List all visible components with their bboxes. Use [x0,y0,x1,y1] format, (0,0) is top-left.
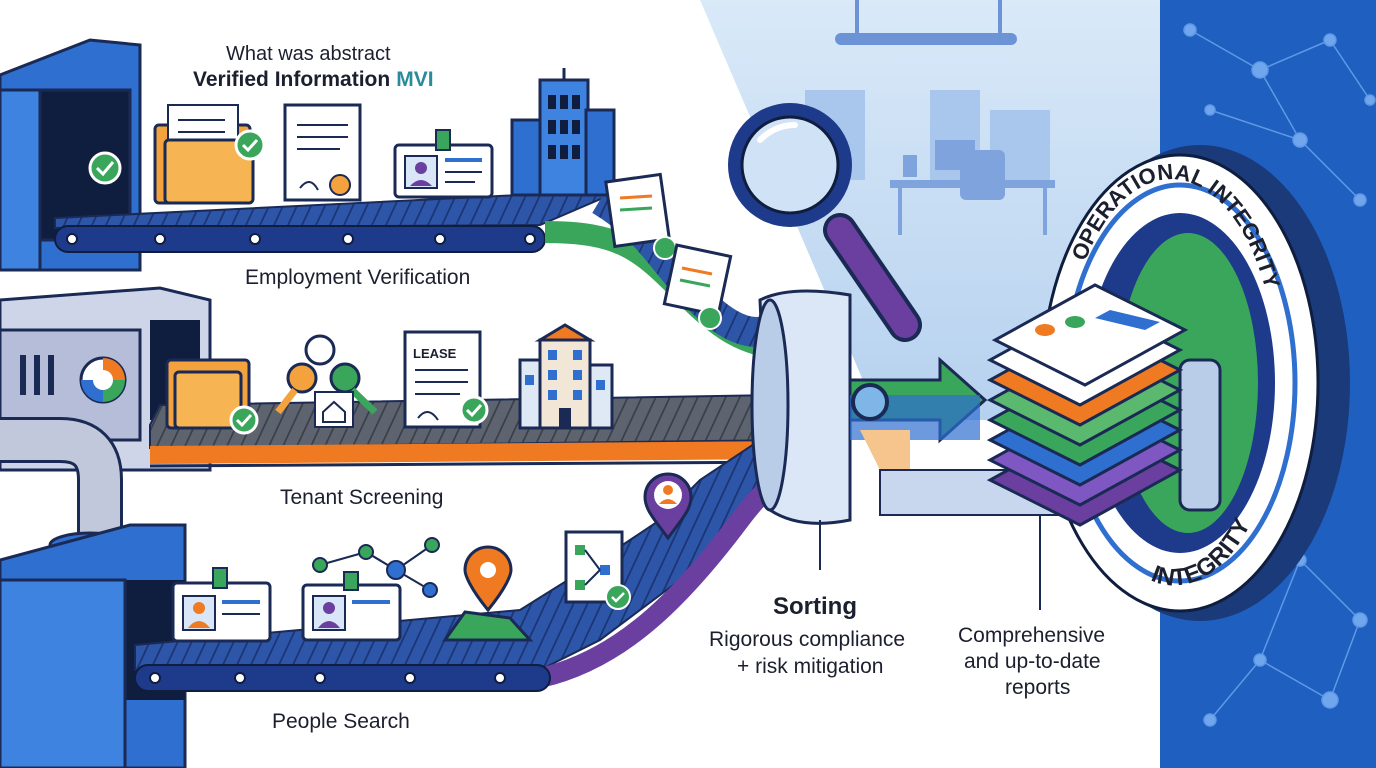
lease-document-icon [403,330,489,429]
sorting-funnel [750,289,1061,525]
id-badge-icon [393,129,494,199]
mvi-logo-mark: MVI [396,68,434,91]
reports-line-1: Comprehensive [958,624,1106,647]
network-nodes-icon [312,537,440,598]
person-pin-icon [643,472,693,541]
reports-line-2: and up-to-date [964,650,1101,673]
office-building-icon [510,68,616,197]
sorting-line-1: Rigorous compliance [709,628,906,651]
check-icon [234,129,266,161]
certificate-icon [283,103,362,202]
stage-label-people-search: People Search [272,710,410,733]
report-stack-icon [986,283,1189,527]
header-title: Verified Information [193,68,391,91]
stage-label-tenant: Tenant Screening [280,486,444,509]
flowchart-icon [564,530,631,610]
folder-icon [153,104,255,205]
flowing-documents [604,172,733,330]
header-line-1: What was abstract [226,43,391,65]
folder-icon [165,358,251,430]
map-icon [442,610,534,642]
stage-label-employment: Employment Verification [245,266,471,289]
check-icon [88,151,122,185]
location-pin-icon [463,545,513,613]
keys-icon [275,334,378,428]
id-badge-icon [171,567,272,643]
sorting-line-2: + risk mitigation [737,655,884,678]
sorting-title: Sorting [773,593,857,620]
lease-sign-label: LEASE [413,346,457,361]
magnifier-icon [728,103,922,342]
check-icon [229,405,259,435]
apartment-building-icon [518,323,614,430]
id-badge-icon [301,571,402,642]
reports-line-3: reports [1005,676,1071,699]
